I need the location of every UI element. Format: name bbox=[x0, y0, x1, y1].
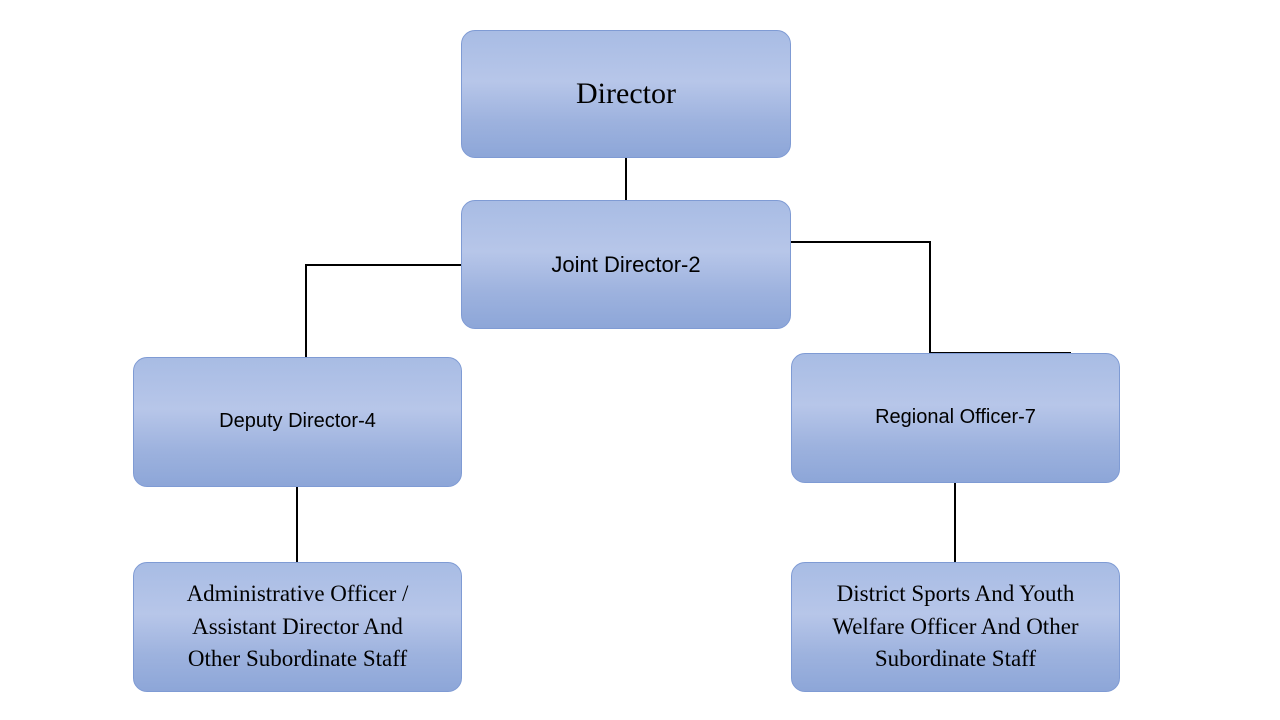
node-administrative-officer[interactable]: Administrative Officer / Assistant Direc… bbox=[133, 562, 462, 692]
node-district-sports-officer-label: District Sports And Youth Welfare Office… bbox=[832, 581, 1079, 672]
node-regional-officer-label: Regional Officer-7 bbox=[875, 406, 1036, 429]
connector-regional-officer-to-district-sports bbox=[954, 481, 956, 564]
connector-joint-director-right-vertical bbox=[929, 241, 931, 355]
connector-joint-director-right-horizontal bbox=[789, 241, 931, 243]
node-director[interactable]: Director bbox=[461, 30, 791, 158]
connector-deputy-director-to-admin-officer bbox=[296, 485, 298, 564]
node-deputy-director[interactable]: Deputy Director-4 bbox=[133, 357, 462, 487]
node-director-label: Director bbox=[576, 77, 676, 111]
connector-director-to-joint-director bbox=[625, 156, 627, 202]
node-joint-director[interactable]: Joint Director-2 bbox=[461, 200, 791, 329]
node-joint-director-label: Joint Director-2 bbox=[551, 251, 701, 277]
node-regional-officer[interactable]: Regional Officer-7 bbox=[791, 353, 1120, 483]
node-administrative-officer-label: Administrative Officer / Assistant Direc… bbox=[186, 581, 409, 672]
node-deputy-director-label: Deputy Director-4 bbox=[219, 410, 376, 433]
connector-joint-director-left-horizontal bbox=[306, 264, 463, 266]
connector-joint-director-left-vertical bbox=[305, 264, 307, 359]
node-district-sports-officer[interactable]: District Sports And Youth Welfare Office… bbox=[791, 562, 1120, 692]
